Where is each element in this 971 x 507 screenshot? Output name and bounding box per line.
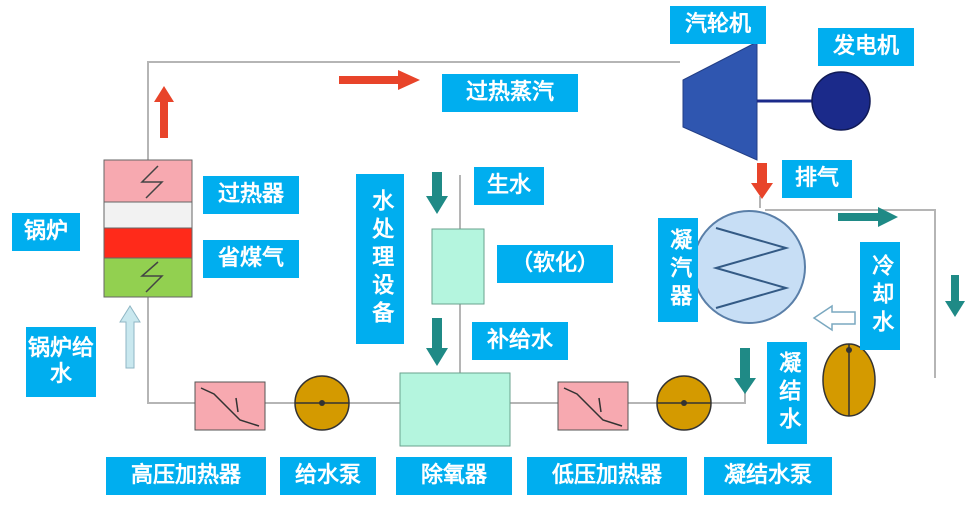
hp-heater-icon <box>194 381 266 431</box>
steam-right-arrow <box>339 70 420 90</box>
feed-pump-icon <box>294 375 350 431</box>
deaerator-tank <box>399 372 511 447</box>
condenser-icon <box>692 210 806 324</box>
cooling-out-arrow <box>838 207 898 227</box>
water-treatment-label: 水处理设备 <box>356 174 404 344</box>
cooling-water-label: 冷却水 <box>860 242 900 350</box>
turbine-icon <box>682 41 758 161</box>
cooling-water-pipe <box>765 209 936 378</box>
condensate-pump-label: 凝结水泵 <box>704 457 832 495</box>
steam-drum-section <box>103 201 193 229</box>
cooling-in-arrow <box>812 304 856 332</box>
exhaust-label: 排气 <box>782 160 852 198</box>
economizer-coil-icon <box>140 261 164 293</box>
furnace-section <box>103 227 193 259</box>
lp-heater-label: 低压加热器 <box>527 457 687 495</box>
flow-arrows <box>119 70 965 394</box>
lp-heater-icon <box>557 381 629 431</box>
feed-pump-label: 给水泵 <box>280 457 376 495</box>
steam-pipe <box>147 61 680 160</box>
boiler-feedwater-label: 锅炉给水 <box>26 327 96 397</box>
condenser-label: 凝汽器 <box>658 218 698 322</box>
steam-up-arrow <box>154 86 174 138</box>
cooling-down-arrow <box>945 275 965 317</box>
raw-water-down-arrow <box>426 172 448 214</box>
boiler-feed-up-arrow <box>119 305 141 369</box>
makeup-water-label: 补给水 <box>472 322 568 360</box>
condensate-pump-icon <box>656 375 712 431</box>
softening-label: （软化） <box>497 245 613 283</box>
generator-icon <box>811 71 871 131</box>
exhaust-down-arrow <box>751 163 773 199</box>
generator-label: 发电机 <box>818 28 914 66</box>
superheated-steam-label: 过热蒸汽 <box>442 74 578 112</box>
economizer-label: 省煤气 <box>203 240 299 278</box>
boiler-stack <box>103 159 193 298</box>
superheater-label: 过热器 <box>203 176 299 214</box>
cooling-pump-icon <box>822 343 876 417</box>
boiler-label: 锅炉 <box>12 213 80 251</box>
deaerator-label: 除氧器 <box>396 457 512 495</box>
makeup-water-down-arrow <box>426 318 448 366</box>
turbine-label: 汽轮机 <box>670 6 766 44</box>
condensate-label: 凝结水 <box>767 342 807 444</box>
water-treatment-unit <box>431 228 485 305</box>
hp-heater-label: 高压加热器 <box>106 457 266 495</box>
feedwater-pipe <box>147 297 720 404</box>
raw-water-label: 生水 <box>474 167 544 205</box>
superheater-coil-icon <box>140 165 164 199</box>
economizer-section <box>103 257 193 298</box>
condensate-down-arrow <box>734 348 756 394</box>
pipes <box>147 61 936 404</box>
